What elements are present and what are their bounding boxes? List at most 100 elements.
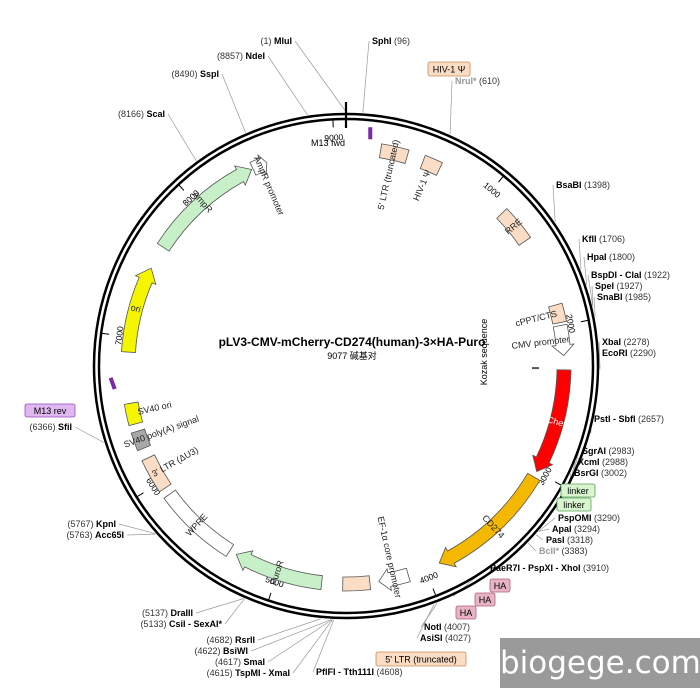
site-position: (5133) bbox=[140, 619, 169, 629]
tag-box-ha3 bbox=[455, 605, 477, 620]
site-position: (2657) bbox=[636, 414, 665, 424]
site-name: PspOMI bbox=[558, 513, 592, 523]
m13-rev-primer bbox=[108, 377, 117, 390]
site-draiii: (5137) DraIII bbox=[142, 608, 193, 618]
site-position: (1398) bbox=[582, 180, 611, 190]
tag-box-ltr5-bottom-label bbox=[375, 651, 467, 667]
site-scai: (8166) ScaI bbox=[118, 109, 165, 119]
tag-label-linker1: linker bbox=[567, 486, 589, 496]
site-name: SnaBI bbox=[597, 292, 623, 302]
site-leader-kpni bbox=[118, 523, 156, 534]
site-leader-asisi bbox=[416, 604, 435, 639]
feature-cmv bbox=[551, 323, 575, 357]
site-position: (1800) bbox=[607, 252, 636, 262]
site-acc65i: (5763) Acc65I bbox=[66, 530, 124, 540]
site-mlui: (1) MluI bbox=[261, 36, 293, 46]
site-pflfi: PflFI - Tth111I (4608) bbox=[316, 667, 403, 677]
site-pasi: PasI (3318) bbox=[546, 535, 593, 545]
site-name: XbaI bbox=[602, 337, 621, 347]
feature-ori bbox=[121, 267, 157, 353]
site-name: NdeI bbox=[245, 51, 265, 61]
feature-label-ampr-prom: AmpR promoter bbox=[252, 155, 286, 217]
site-asisi: AsiSI (4027) bbox=[420, 633, 471, 643]
site-position: (2278) bbox=[621, 337, 650, 347]
site-name: NotI bbox=[424, 622, 442, 632]
tick-label: 9000 bbox=[324, 132, 344, 143]
plasmid-size: 9077 碱基对 bbox=[327, 350, 377, 361]
feature-cd274 bbox=[438, 472, 541, 568]
site-position: (5767) bbox=[67, 519, 96, 529]
site-position: (1927) bbox=[614, 281, 643, 291]
site-leader-scai bbox=[167, 113, 197, 162]
tick-mark bbox=[580, 319, 588, 323]
tag-box-linker1 bbox=[560, 483, 596, 498]
tick-mark bbox=[554, 481, 562, 486]
site-position: (4622) bbox=[194, 646, 223, 656]
site-position: (2988) bbox=[600, 457, 629, 467]
feature-label-ltr5-top: 5' LTR (truncated) bbox=[376, 139, 401, 211]
site-leader-ndei bbox=[267, 55, 308, 116]
tag-box-m13rev bbox=[24, 403, 76, 418]
site-name: BclI* bbox=[539, 546, 560, 556]
site-csii: (5133) CsiI - SexAI* bbox=[140, 619, 222, 629]
site-leader-tspmi bbox=[292, 619, 333, 674]
tick-mark bbox=[268, 592, 272, 600]
site-name: SspI bbox=[200, 69, 219, 79]
site-name: PstI - SbfI bbox=[594, 414, 636, 424]
site-name: BsiWI bbox=[223, 646, 248, 656]
site-bsabi: BsaBI (1398) bbox=[556, 180, 610, 190]
site-position: (5137) bbox=[142, 608, 171, 618]
feature-ampr-prom bbox=[249, 154, 268, 176]
site-name: RsrII bbox=[235, 635, 255, 645]
tag-label-ha1: HA bbox=[494, 581, 507, 591]
site-name: KpnI bbox=[96, 519, 116, 529]
feature-ampr bbox=[156, 165, 253, 252]
site-name: AsiSI bbox=[420, 633, 443, 643]
tick-mark bbox=[102, 332, 110, 335]
site-bspdi: BspDI - ClaI (1922) bbox=[591, 270, 670, 280]
feature-hiv-psi bbox=[419, 154, 443, 176]
feature-label-ori: ori bbox=[130, 302, 142, 314]
feature-rre bbox=[496, 208, 532, 246]
site-name: SmaI bbox=[243, 657, 265, 667]
site-position: (6366) bbox=[29, 422, 58, 432]
site-leader-bcli bbox=[527, 542, 537, 552]
site-ndei: (8857) NdeI bbox=[217, 51, 265, 61]
site-leader-pasi bbox=[535, 534, 544, 541]
site-snabi: SnaBI (1985) bbox=[597, 292, 651, 302]
site-leader-bsiwi bbox=[250, 619, 332, 652]
site-position: (2983) bbox=[606, 446, 635, 456]
site-leader-draiii bbox=[195, 598, 244, 614]
site-name: SphI bbox=[372, 36, 392, 46]
site-position: (1) bbox=[261, 36, 275, 46]
site-hpai: HpaI (1800) bbox=[587, 252, 635, 262]
site-leader-bsabi bbox=[552, 184, 556, 222]
backbone-inner bbox=[97, 117, 595, 615]
site-name: PaeR7I - PspXI - XhoI bbox=[490, 563, 581, 573]
site-leader-acc65i bbox=[126, 533, 156, 536]
tick-mark bbox=[178, 184, 185, 191]
site-name: NruI* bbox=[455, 76, 477, 86]
site-position: (8857) bbox=[217, 51, 246, 61]
feature-ltr3 bbox=[141, 454, 172, 493]
tag-box-ha1 bbox=[489, 578, 511, 593]
site-leader-lines bbox=[74, 40, 601, 674]
site-name: EcoRI bbox=[602, 348, 628, 358]
site-name: TspMI - XmaI bbox=[235, 668, 290, 678]
feature-cppt bbox=[548, 302, 567, 325]
m13-fwd-primer bbox=[368, 127, 373, 140]
site-leader-sspi bbox=[221, 73, 246, 133]
site-name: HpaI bbox=[587, 252, 607, 262]
site-sspi: (8490) SspI bbox=[171, 69, 219, 79]
site-leader-smai bbox=[267, 619, 333, 663]
backbone-outer bbox=[92, 112, 600, 620]
feature-ef1a bbox=[378, 567, 411, 592]
site-position: (610) bbox=[477, 76, 501, 86]
feature-ltr5-bottom bbox=[342, 575, 372, 592]
site-pspomi: PspOMI (3290) bbox=[558, 513, 620, 523]
site-position: (5763) bbox=[66, 530, 95, 540]
site-position: (4617) bbox=[215, 657, 244, 667]
tag-label-ltr5-bottom-label: 5' LTR (truncated) bbox=[385, 654, 457, 664]
site-leader-rsrii bbox=[257, 618, 321, 641]
site-psti: PstI - SbfI (2657) bbox=[594, 414, 664, 424]
